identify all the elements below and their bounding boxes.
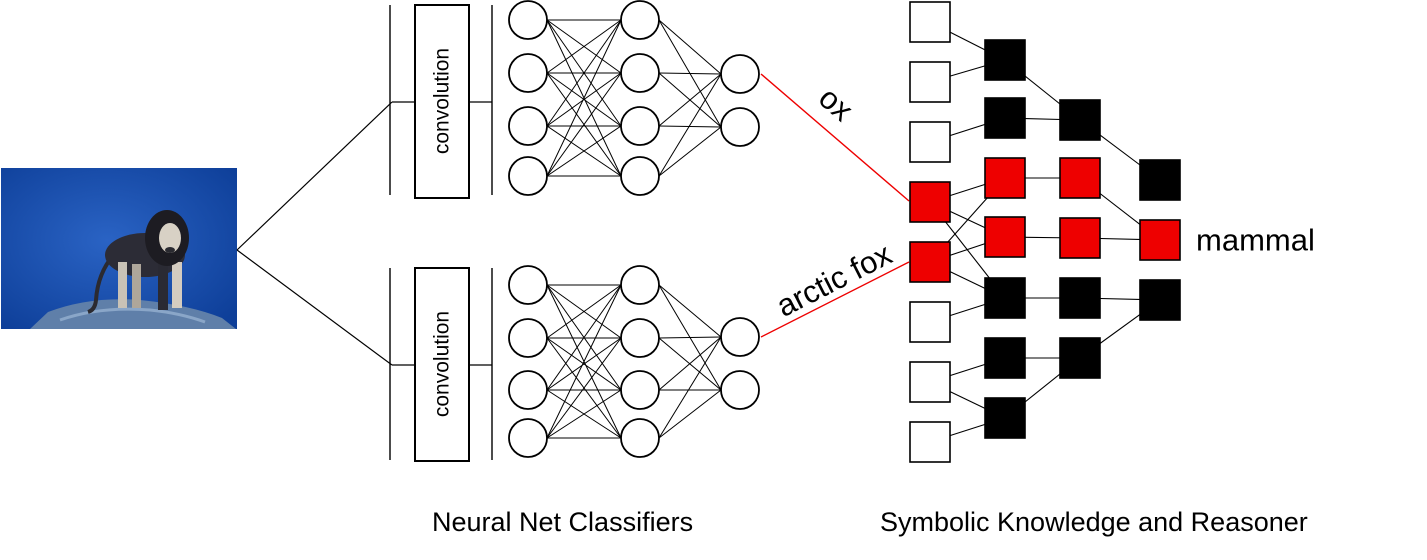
arctic-fox-label: arctic fox xyxy=(771,236,898,324)
net-edge xyxy=(658,126,722,177)
net-edge xyxy=(546,337,622,439)
mammal-label: mammal xyxy=(1196,223,1315,258)
concept-node xyxy=(909,121,951,163)
net-edge xyxy=(658,73,722,127)
net-edge xyxy=(658,336,722,339)
net-edge xyxy=(658,73,722,177)
net-edge xyxy=(546,389,622,439)
net-edge xyxy=(546,72,622,177)
convolution-block-bottom: convolution xyxy=(389,267,493,462)
net-edge xyxy=(658,389,722,439)
net-edge xyxy=(546,125,622,177)
neuron-node xyxy=(620,318,660,358)
concept-node xyxy=(909,1,951,43)
output-connections xyxy=(760,73,910,338)
concept-node xyxy=(1059,99,1101,141)
concept-node xyxy=(909,361,951,403)
net-edges xyxy=(546,19,722,177)
neuron-node xyxy=(508,0,548,40)
conv-label-bottom: convolution xyxy=(431,311,454,417)
neural-net-caption: Neural Net Classifiers xyxy=(432,507,694,537)
net-edge xyxy=(658,125,722,128)
net-edge xyxy=(546,19,622,127)
net-edge xyxy=(546,72,622,127)
concept-node xyxy=(984,337,1026,379)
concept-node xyxy=(984,277,1026,319)
net-edge xyxy=(546,337,622,391)
neuron-node xyxy=(720,107,760,147)
concept-node xyxy=(984,97,1026,139)
net-edge xyxy=(546,19,622,177)
neuron-node xyxy=(508,265,548,305)
lion-photo xyxy=(1,168,237,329)
convolution-block-top: convolution xyxy=(389,4,493,199)
concept-node-active xyxy=(1059,157,1101,199)
neuron-node xyxy=(620,53,660,93)
concept-node-active xyxy=(909,181,951,223)
classifier-net-1 xyxy=(508,0,760,196)
neuron-node xyxy=(720,54,760,94)
neuron-node xyxy=(620,265,660,305)
concept-node xyxy=(1139,279,1181,321)
concept-node-active xyxy=(984,216,1026,258)
classifier-net-2 xyxy=(508,265,760,458)
neuron-node xyxy=(508,106,548,146)
concept-node-active xyxy=(1059,217,1101,259)
neuron-node xyxy=(508,156,548,196)
concept-node xyxy=(1059,277,1101,319)
neuron-node xyxy=(620,156,660,196)
neuron-node xyxy=(620,370,660,410)
symbolic-reasoner-caption: Symbolic Knowledge and Reasoner xyxy=(880,507,1308,537)
input-connectors xyxy=(236,101,492,366)
net-edge xyxy=(658,336,722,439)
net-edge xyxy=(546,284,622,339)
symbolic-knowledge-graph xyxy=(909,1,1181,463)
ox-label: ox xyxy=(812,80,860,128)
neuron-node xyxy=(720,370,760,410)
concept-node xyxy=(909,61,951,103)
neural-net-classifiers xyxy=(508,0,760,458)
net-edges xyxy=(546,284,722,439)
net-edge xyxy=(546,284,622,391)
net-edge xyxy=(658,284,722,338)
net-edge xyxy=(658,336,722,391)
concept-node xyxy=(909,301,951,343)
neuron-node xyxy=(508,318,548,358)
concept-node xyxy=(984,39,1026,81)
concept-node xyxy=(984,397,1026,439)
net-edge xyxy=(546,284,622,439)
net-edge xyxy=(658,19,722,75)
concept-node-active xyxy=(909,241,951,283)
net-edge xyxy=(658,72,722,75)
concept-node-active xyxy=(984,157,1026,199)
concept-node-active xyxy=(1139,219,1181,261)
neuron-node xyxy=(620,418,660,458)
graph-edges xyxy=(929,21,1161,443)
neuron-node xyxy=(508,418,548,458)
concept-node xyxy=(1139,159,1181,201)
conv-label-top: convolution xyxy=(431,48,454,154)
concept-node xyxy=(1059,337,1101,379)
neuron-node xyxy=(620,0,660,40)
concept-node xyxy=(909,421,951,463)
neuron-node xyxy=(720,317,760,357)
net-edge xyxy=(546,19,622,74)
neuron-node xyxy=(508,53,548,93)
neuron-node xyxy=(508,370,548,410)
neuron-node xyxy=(620,106,660,146)
